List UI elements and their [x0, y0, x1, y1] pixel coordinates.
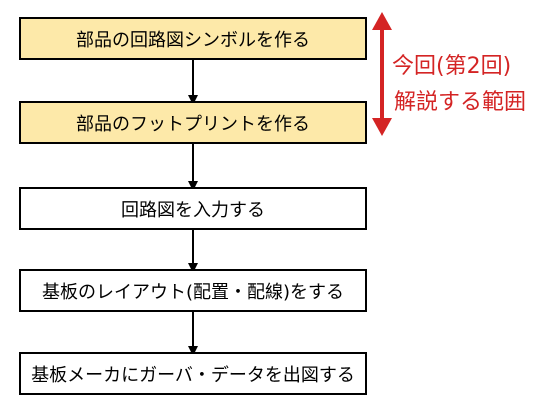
- step-board-layout: 基板のレイアウト(配置・配線)をする: [19, 269, 367, 312]
- scope-label: 今回(第2回) 解説する範囲: [392, 49, 526, 121]
- scope-range-arrow: [372, 12, 392, 136]
- step-enter-schematic: 回路図を入力する: [19, 187, 367, 230]
- step-label: 基板のレイアウト(配置・配線)をする: [41, 281, 345, 303]
- step-output-gerber: 基板メーカにガーバ・データを出図する: [19, 352, 367, 395]
- step-label: 回路図を入力する: [121, 199, 265, 221]
- step-label: 部品のフットプリントを作る: [76, 113, 310, 135]
- step-label: 基板メーカにガーバ・データを出図する: [31, 364, 355, 386]
- step-create-schematic-symbol: 部品の回路図シンボルを作る: [19, 17, 367, 60]
- step-label: 部品の回路図シンボルを作る: [76, 29, 310, 51]
- scope-label-line2: 解説する範囲: [394, 90, 527, 115]
- scope-label-line1: 今回(第2回): [392, 54, 512, 79]
- step-create-footprint: 部品のフットプリントを作る: [19, 101, 367, 144]
